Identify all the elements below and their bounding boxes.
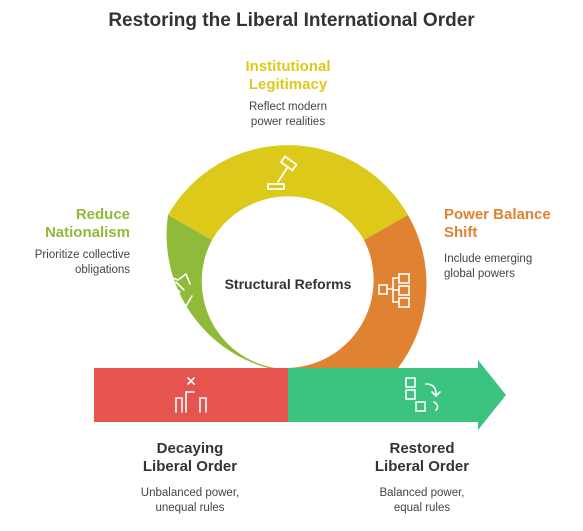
start-heading: Decaying Liberal Order <box>142 440 238 475</box>
start-desc: Unbalanced power, unequal rules <box>140 487 240 514</box>
end-heading: Restored Liberal Order <box>374 440 470 475</box>
center-label: Structural Reforms <box>224 276 352 292</box>
segment-heading-nationalism: Reduce Nationalism <box>44 206 130 241</box>
end-desc: Balanced power, equal rules <box>379 487 465 514</box>
end-arrow <box>288 360 506 430</box>
segment-heading-institutional: Institutional Legitimacy <box>245 58 331 93</box>
segment-desc-power-balance: Include emerging global powers <box>444 253 533 280</box>
start-bar <box>94 368 288 422</box>
handshake-icon <box>159 273 193 307</box>
network-icon <box>378 273 410 308</box>
segment-desc-nationalism: Prioritize collective obligations <box>34 249 130 276</box>
broken-pillars-icon <box>175 377 207 413</box>
segment-institutional-legitimacy <box>168 145 408 240</box>
page-title: Restoring the Liberal International Orde… <box>108 10 475 31</box>
segment-desc-institutional: Reflect modern power realities <box>249 101 327 128</box>
gavel-icon <box>267 155 298 190</box>
segment-reduce-nationalism <box>166 215 275 368</box>
flow-blocks-icon <box>405 377 441 412</box>
segment-heading-power-balance: Power Balance Shift <box>444 206 551 241</box>
